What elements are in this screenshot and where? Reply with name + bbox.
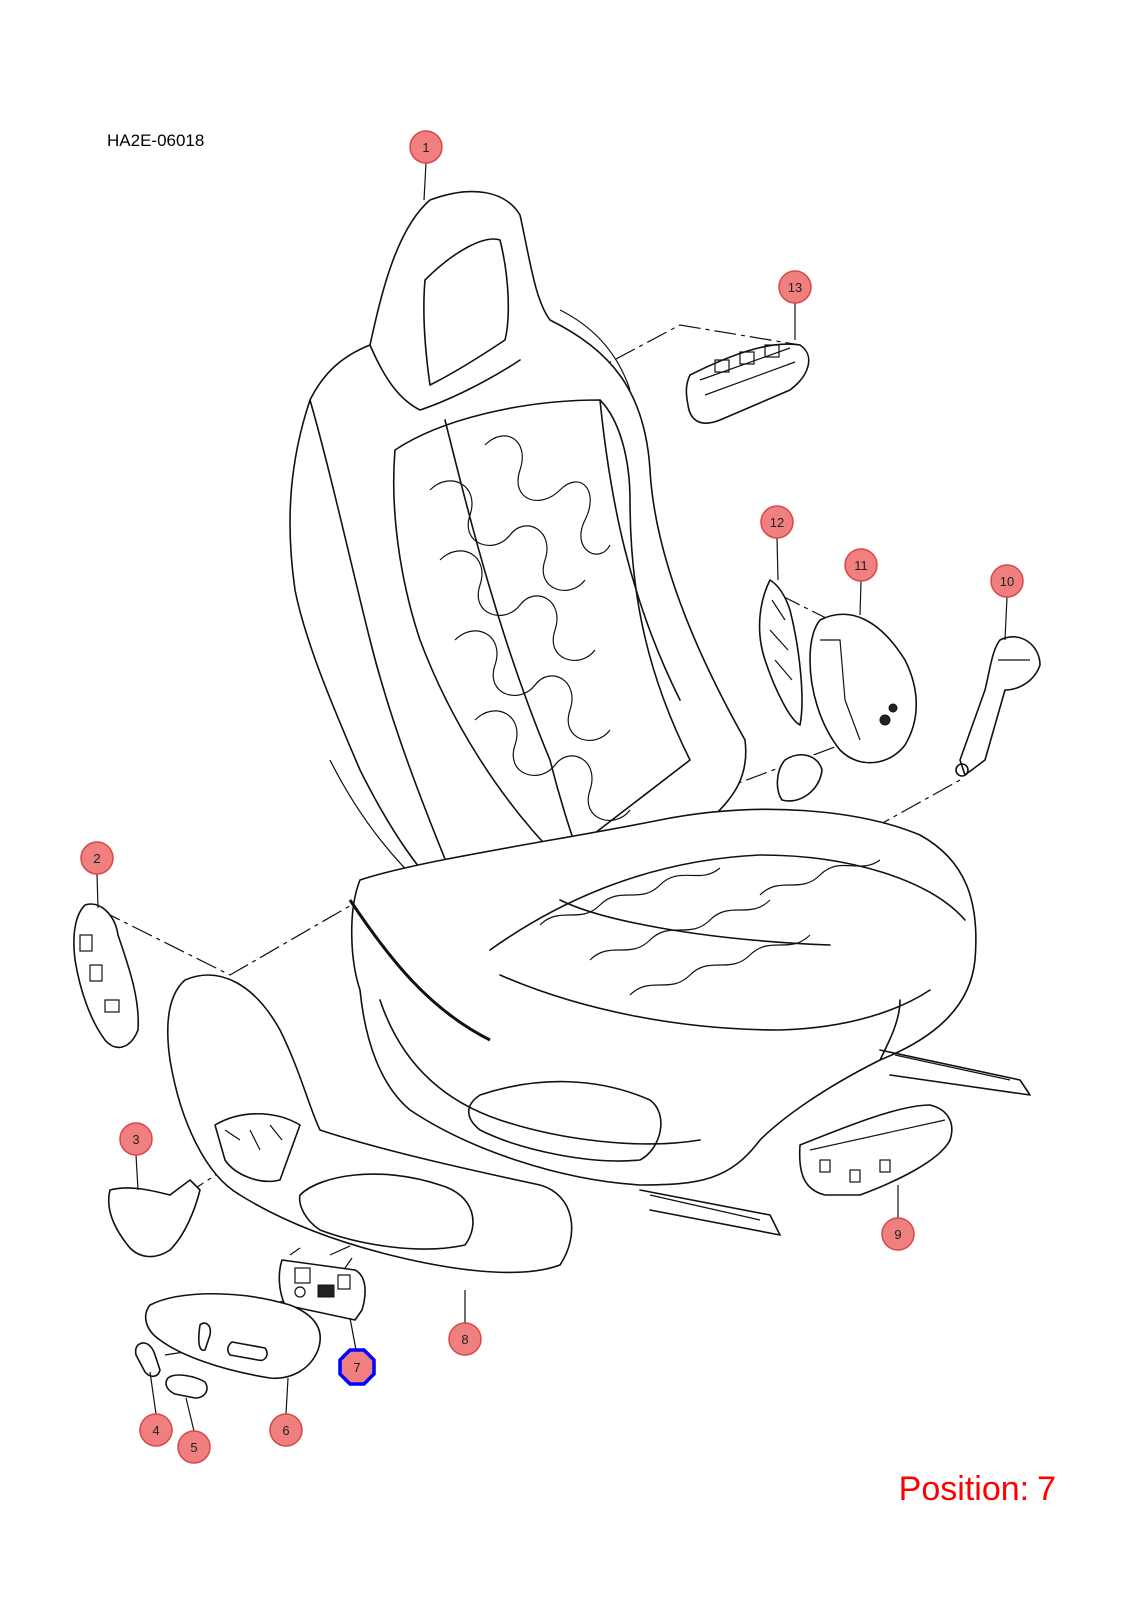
callout-1-label: 1	[422, 140, 429, 155]
part-4-knob	[134, 1342, 161, 1378]
callout-4[interactable]: 4	[139, 1413, 173, 1447]
leader-lines	[96, 162, 1008, 1432]
callout-11[interactable]: 11	[844, 548, 878, 582]
callout-6-label: 6	[282, 1423, 289, 1438]
part-12-trim	[758, 579, 803, 726]
callout-9[interactable]: 9	[881, 1217, 915, 1251]
callout-9-label: 9	[894, 1227, 901, 1242]
callout-6[interactable]: 6	[269, 1413, 303, 1447]
callout-5[interactable]: 5	[177, 1430, 211, 1464]
diagram-code: HA2E-06018	[107, 131, 205, 150]
part-2-bracket	[73, 903, 140, 1049]
position-value: 7	[1037, 1470, 1056, 1508]
seat-backrest	[289, 190, 747, 932]
position-indicator: Position:7	[899, 1470, 1056, 1509]
part-10-lever	[955, 636, 1041, 777]
callout-8-label: 8	[461, 1332, 468, 1347]
part-11-cover	[809, 613, 918, 764]
part-7-switch-module	[278, 1247, 366, 1321]
callout-13-label: 13	[788, 280, 802, 295]
part-13-trim	[685, 343, 810, 424]
seat-rails	[639, 1049, 1031, 1236]
callout-2-label: 2	[93, 851, 100, 866]
part-8-panel	[167, 974, 573, 1274]
callout-7[interactable]: 7	[338, 1348, 376, 1386]
position-label: Position:	[898, 1470, 1030, 1508]
callout-8[interactable]: 8	[448, 1322, 482, 1356]
callout-11-label: 11	[854, 558, 868, 573]
callout-10[interactable]: 10	[990, 564, 1024, 598]
callout-1[interactable]: 1	[409, 130, 443, 164]
callout-5-label: 5	[190, 1440, 197, 1455]
callout-13[interactable]: 13	[778, 270, 812, 304]
callout-7-label: 7	[353, 1360, 360, 1375]
part-clip	[776, 754, 823, 802]
seat-cushion	[348, 808, 977, 1186]
callout-3-label: 3	[132, 1132, 139, 1147]
callout-12-label: 12	[770, 515, 784, 530]
callout-12[interactable]: 12	[760, 505, 794, 539]
callout-3[interactable]: 3	[119, 1122, 153, 1156]
part-6-bezel	[144, 1293, 321, 1380]
callout-2[interactable]: 2	[80, 841, 114, 875]
callout-4-label: 4	[152, 1423, 159, 1438]
part-3-cover	[107, 1179, 201, 1258]
selected-highlight	[338, 1348, 376, 1386]
part-5-knob	[165, 1374, 208, 1399]
part-9-module	[798, 1104, 953, 1196]
callout-10-label: 10	[1000, 574, 1014, 589]
